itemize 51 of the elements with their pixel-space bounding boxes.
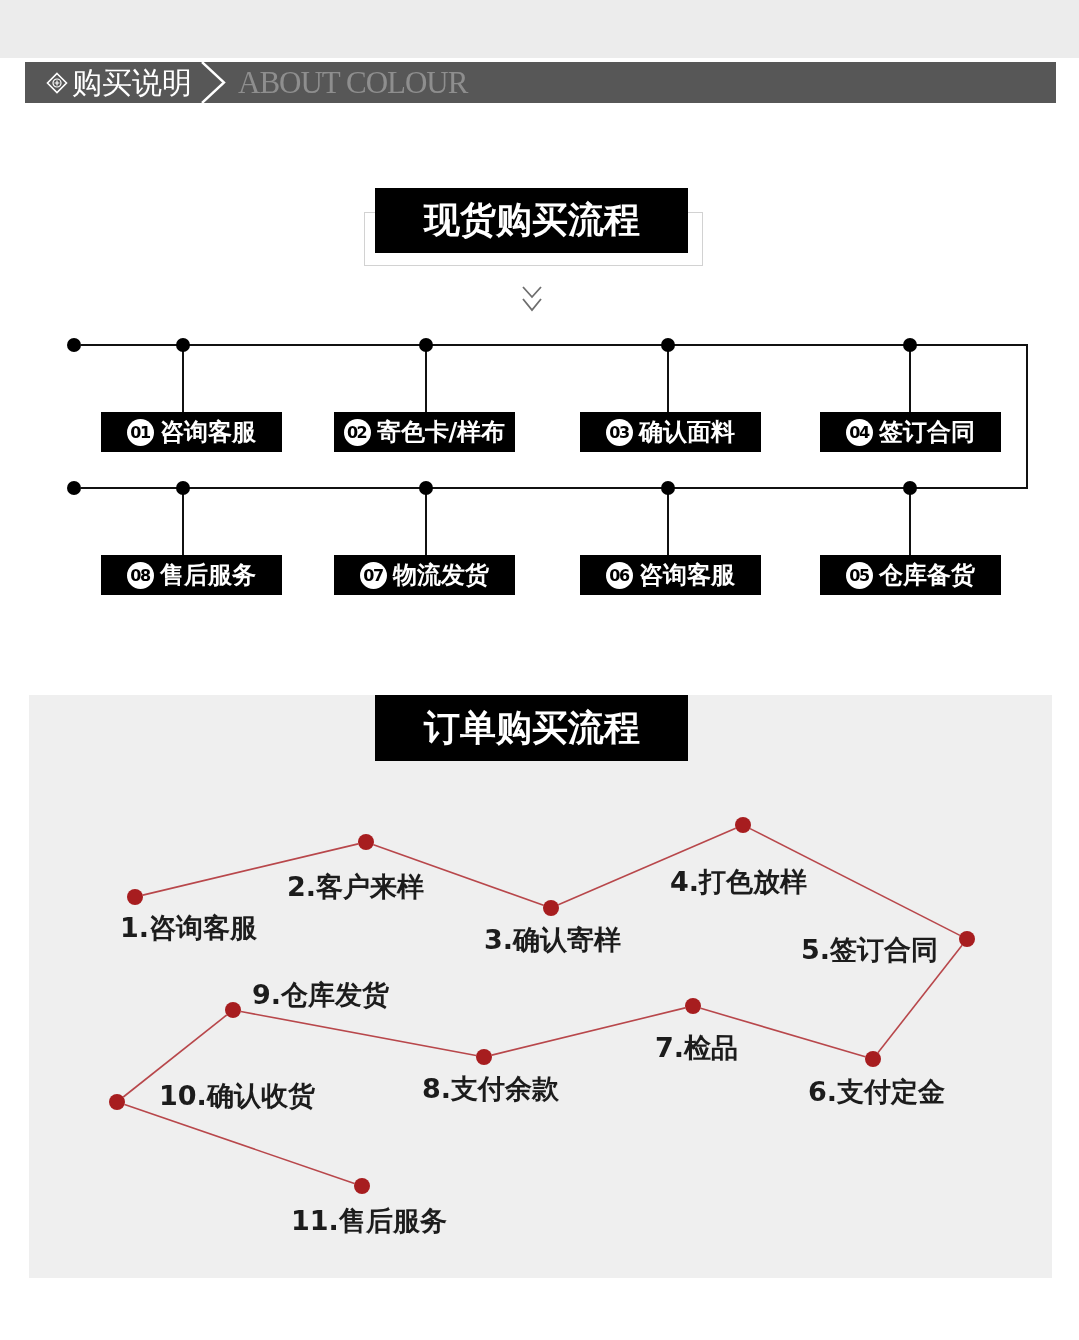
step-label: 9.仓库发货	[252, 979, 390, 1011]
section-title: 订单购买流程	[375, 695, 688, 761]
header-title: 购买说明	[72, 65, 192, 100]
step-name: 签订合同	[879, 418, 975, 446]
step-label: 1.咨询客服	[120, 912, 258, 944]
step-name: 物流发货	[393, 561, 489, 589]
step-box	[820, 555, 1001, 595]
step-box	[334, 555, 515, 595]
step-number: 07	[360, 561, 387, 589]
step-number: 04	[846, 418, 873, 446]
step-label: 3.确认寄样	[484, 924, 622, 956]
step-label: 5.签订合同	[801, 934, 939, 966]
step-name: 咨询客服	[160, 418, 256, 446]
step-number: 02	[343, 418, 371, 446]
connector-line	[749, 827, 961, 937]
step-box	[334, 412, 515, 452]
connector-line	[122, 1014, 228, 1098]
step-label: 6.支付定金	[808, 1076, 946, 1108]
connector-line	[877, 944, 963, 1054]
step-label: 2.客户来样	[287, 871, 425, 903]
connector-line	[557, 827, 737, 906]
step-name: 售后服务	[160, 561, 256, 589]
step-name: 确认面料	[639, 418, 735, 446]
step-number: 06	[606, 561, 633, 589]
step-label: 8.支付余款	[422, 1073, 560, 1105]
step-number: 03	[606, 418, 633, 446]
step-label: 10.确认收货	[159, 1080, 315, 1112]
header-band	[25, 62, 1056, 103]
connector-line	[372, 843, 545, 907]
connector-line	[699, 1007, 867, 1058]
terminal-dot	[67, 481, 81, 495]
step-number: 01	[127, 418, 154, 446]
step-number: 08	[127, 561, 154, 589]
step-name: 寄色卡/样布	[376, 418, 506, 446]
step-box	[101, 412, 282, 452]
step-label: 4.打色放样	[670, 866, 808, 898]
step-name: 咨询客服	[639, 561, 735, 589]
step-label: 11.售后服务	[291, 1205, 447, 1237]
step-number: 05	[846, 561, 873, 589]
section-title: 现货购买流程	[375, 188, 688, 253]
step-name: 仓库备货	[879, 561, 975, 589]
step-box	[580, 555, 761, 595]
step-box	[820, 412, 1001, 452]
connector-line	[142, 843, 359, 896]
step-box	[580, 412, 761, 452]
terminal-dot	[67, 338, 81, 352]
connector-line	[123, 1103, 356, 1185]
connector-line	[240, 1010, 477, 1057]
step-box	[101, 555, 282, 595]
step-label: 7.检品	[655, 1032, 739, 1064]
connector-line	[491, 1007, 686, 1056]
